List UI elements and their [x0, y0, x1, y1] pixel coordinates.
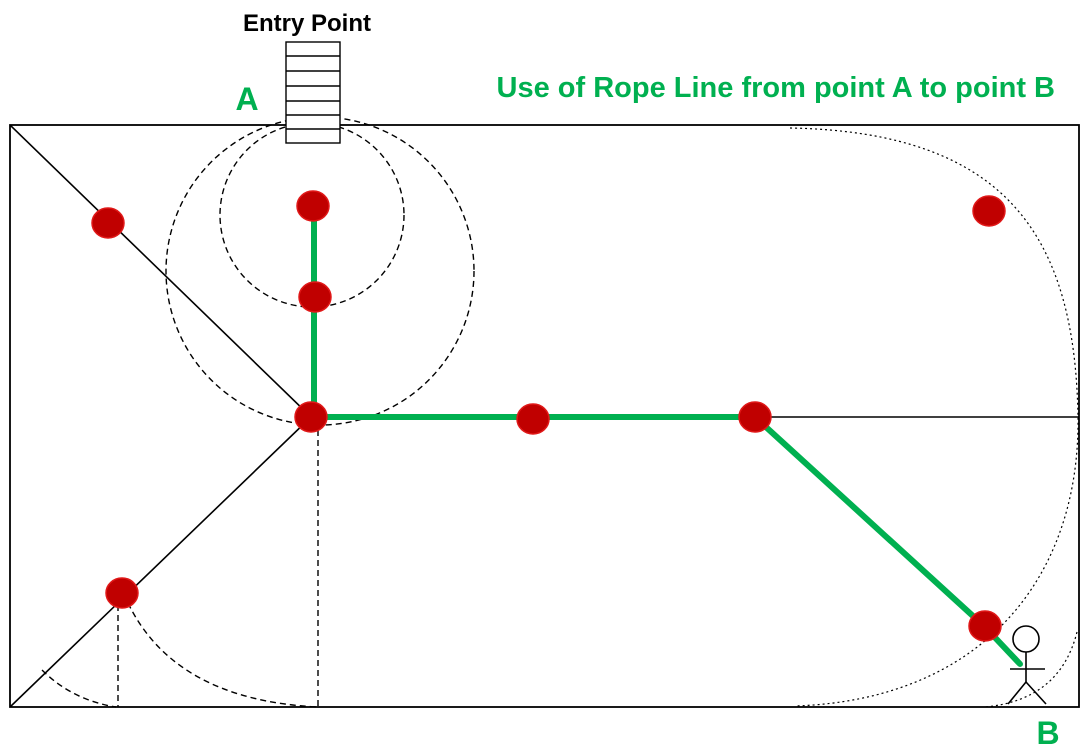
figure-head — [1012, 625, 1040, 653]
red-marker — [105, 577, 139, 609]
outer-search-circle — [165, 116, 475, 426]
stick-figure-icon — [1007, 625, 1047, 705]
corner-dotted-arc — [984, 631, 1078, 708]
dotted-arcs — [789, 127, 1079, 708]
right-dotted-arc — [789, 127, 1079, 707]
ladder-icon — [285, 41, 341, 144]
rope-line — [311, 203, 1023, 667]
entry-point-label: Entry Point — [243, 10, 371, 37]
diagonal-bottom-left — [9, 416, 312, 708]
search-arcs — [41, 116, 475, 708]
ladder-frame — [285, 41, 341, 144]
red-marker — [516, 403, 550, 435]
red-marker — [298, 281, 332, 313]
red-marker — [294, 401, 328, 433]
lower-left-arc — [127, 602, 319, 708]
guide-lines — [9, 124, 1079, 708]
corner-small-arc — [41, 669, 117, 708]
red-marker — [738, 401, 772, 433]
markers — [91, 190, 1006, 642]
diagram-title: Use of Rope Line from point A to point B — [497, 72, 1055, 104]
figure-leg-right — [1025, 681, 1047, 705]
point-a-label: A — [235, 81, 258, 117]
room-outline — [9, 124, 1080, 708]
red-marker — [968, 610, 1002, 642]
diagonal-top-left — [9, 124, 312, 418]
red-marker — [972, 195, 1006, 227]
red-marker — [296, 190, 330, 222]
rope-path — [311, 203, 1023, 667]
point-b-label: B — [1036, 715, 1059, 747]
figure-leg-left — [1007, 681, 1027, 705]
red-marker — [91, 207, 125, 239]
